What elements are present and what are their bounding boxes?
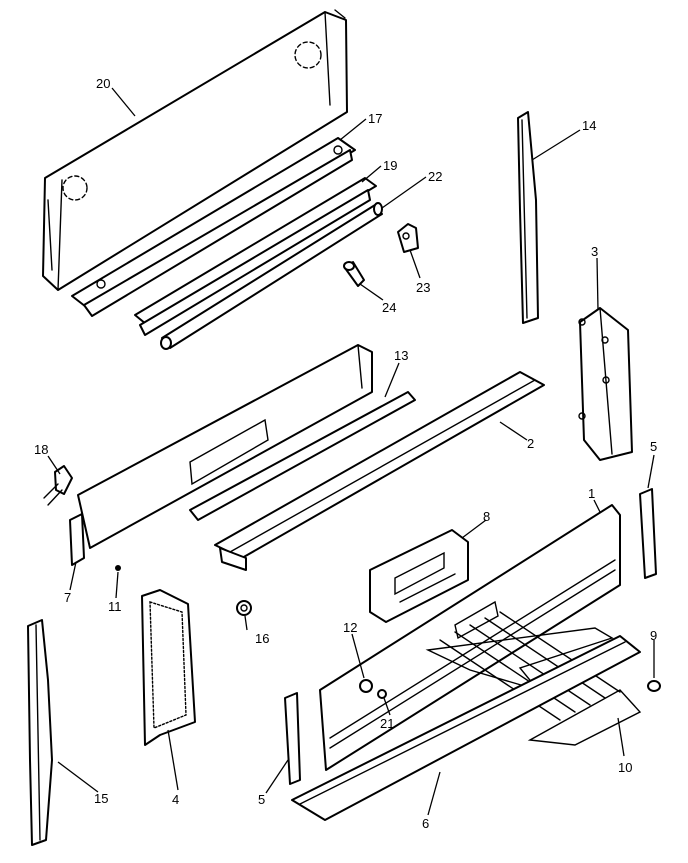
callout-22: 22 xyxy=(428,169,442,184)
callout-19: 19 xyxy=(383,158,397,173)
callout-14: 14 xyxy=(582,118,596,133)
callout-2: 2 xyxy=(527,436,534,451)
part-4-window xyxy=(141,589,196,746)
part-23-clip xyxy=(397,223,419,253)
part-15-side-trim xyxy=(27,619,53,846)
callout-21: 21 xyxy=(380,716,394,731)
part-8-control-module xyxy=(369,529,469,623)
part-14-side-trim xyxy=(517,111,539,324)
callout-5-left: 5 xyxy=(258,792,265,807)
callout-13: 13 xyxy=(394,348,408,363)
part-11-screw xyxy=(115,565,121,571)
part-16-grommet xyxy=(236,600,252,616)
leader-lines xyxy=(47,87,655,816)
part-9-knob xyxy=(647,680,661,692)
part-12-grommet xyxy=(359,679,373,693)
callout-18: 18 xyxy=(34,442,48,457)
callout-10: 10 xyxy=(618,760,632,775)
part-3-end-bracket xyxy=(578,307,633,461)
part-21-screw xyxy=(377,689,387,699)
callout-7: 7 xyxy=(64,590,71,605)
part-6-bottom-trim xyxy=(291,635,641,821)
part-24-spacer xyxy=(343,261,365,287)
callout-20: 20 xyxy=(96,76,110,91)
callout-23: 23 xyxy=(416,280,430,295)
part-5-endcap-left xyxy=(284,692,301,785)
callout-9: 9 xyxy=(650,628,657,643)
callout-15: 15 xyxy=(94,791,108,806)
callout-5-right: 5 xyxy=(650,439,657,454)
part-1-control-panel xyxy=(319,504,621,771)
callout-1: 1 xyxy=(588,486,595,501)
part-10-harness xyxy=(425,611,642,746)
part-5-endcap-right xyxy=(639,488,657,579)
part-20-back-panel xyxy=(42,9,348,291)
part-17-channel xyxy=(71,137,356,317)
callout-12: 12 xyxy=(343,620,357,635)
callout-8: 8 xyxy=(483,509,490,524)
part-19-rail xyxy=(134,177,377,336)
callout-24: 24 xyxy=(382,300,396,315)
part-22-rod xyxy=(160,202,383,350)
part-7-bracket xyxy=(69,513,85,566)
callout-16: 16 xyxy=(255,631,269,646)
callout-11: 11 xyxy=(108,599,122,614)
callout-4: 4 xyxy=(172,792,179,807)
callout-6: 6 xyxy=(422,816,429,831)
part-2-top-cap xyxy=(214,371,545,571)
callout-3: 3 xyxy=(591,244,598,259)
callout-17: 17 xyxy=(368,111,382,126)
part-13-panel xyxy=(77,344,416,549)
